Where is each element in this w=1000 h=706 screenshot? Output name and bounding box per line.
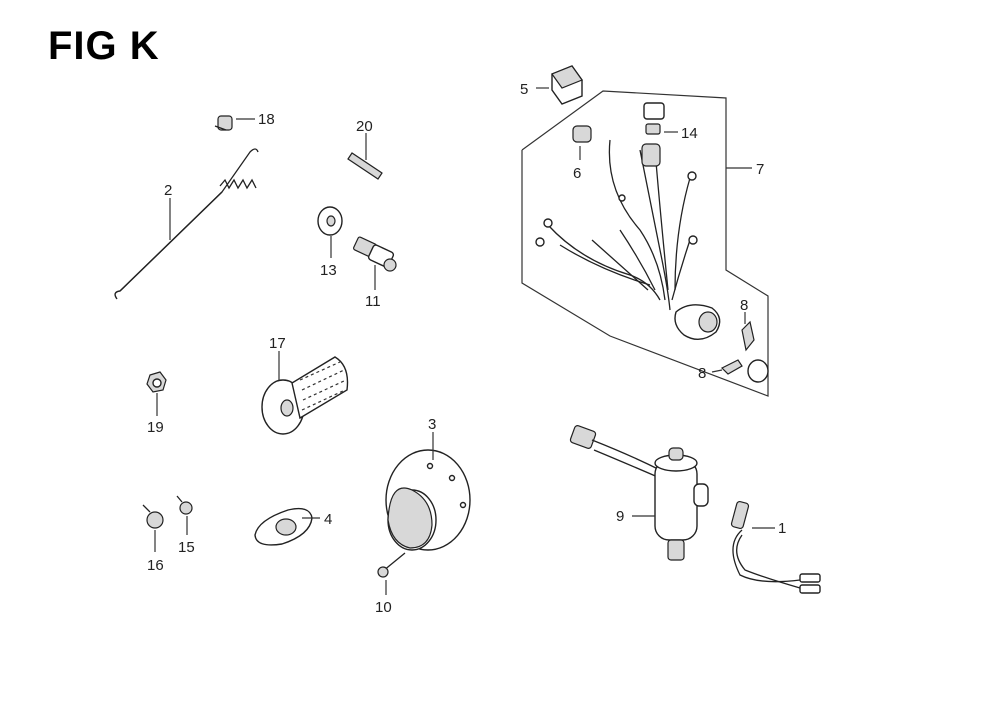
callout-8-top: 8 xyxy=(740,297,748,314)
part-14-bolt xyxy=(214,115,255,131)
part-17-nut xyxy=(146,371,167,416)
callout-7: 7 xyxy=(756,161,764,178)
part-5-relay xyxy=(536,65,583,105)
callout-1: 1 xyxy=(778,520,786,537)
part-4-gasket xyxy=(254,507,320,546)
part-9-solenoid xyxy=(569,425,709,561)
part-3-cover xyxy=(385,432,471,551)
callout-4: 4 xyxy=(324,511,332,528)
part-10-screw xyxy=(377,552,406,595)
part-6-connector xyxy=(572,125,592,160)
callout-20: 20 xyxy=(356,118,373,135)
callout-2: 2 xyxy=(164,182,172,199)
part-11-sensor xyxy=(353,236,397,290)
part-2-rod xyxy=(114,148,259,300)
part-13-washer xyxy=(317,206,343,258)
figure-title: FIG K xyxy=(48,24,160,68)
part-8-clip xyxy=(711,312,769,383)
callout-10: 10 xyxy=(375,599,392,616)
callout-19: 15 xyxy=(178,539,195,556)
callout-5: 5 xyxy=(520,81,528,98)
callout-18: 16 xyxy=(147,557,164,574)
callout-15: 14 xyxy=(681,125,698,142)
part-15-fuse xyxy=(643,102,678,135)
callout-13: 13 xyxy=(320,262,337,279)
part-18-bolt xyxy=(142,504,164,552)
callout-17: 19 xyxy=(147,419,164,436)
part-19-bolt xyxy=(176,495,193,535)
part-16-grip xyxy=(261,351,349,435)
callout-16: 17 xyxy=(269,335,286,352)
callout-6: 6 xyxy=(573,165,581,182)
part-20-pin xyxy=(347,133,383,180)
part-7-harness-group xyxy=(521,90,769,397)
callout-3: 3 xyxy=(428,416,436,433)
part-1-sensor xyxy=(730,500,821,594)
harness-wires xyxy=(535,139,721,340)
callout-labels: 18 2 20 13 11 17 19 3 4 16 15 10 5 6 14 … xyxy=(147,81,786,616)
callout-8-bottom: 8 xyxy=(698,365,706,382)
callout-11: 11 xyxy=(365,293,381,310)
callout-9: 9 xyxy=(616,508,624,525)
callout-14: 18 xyxy=(258,111,275,128)
